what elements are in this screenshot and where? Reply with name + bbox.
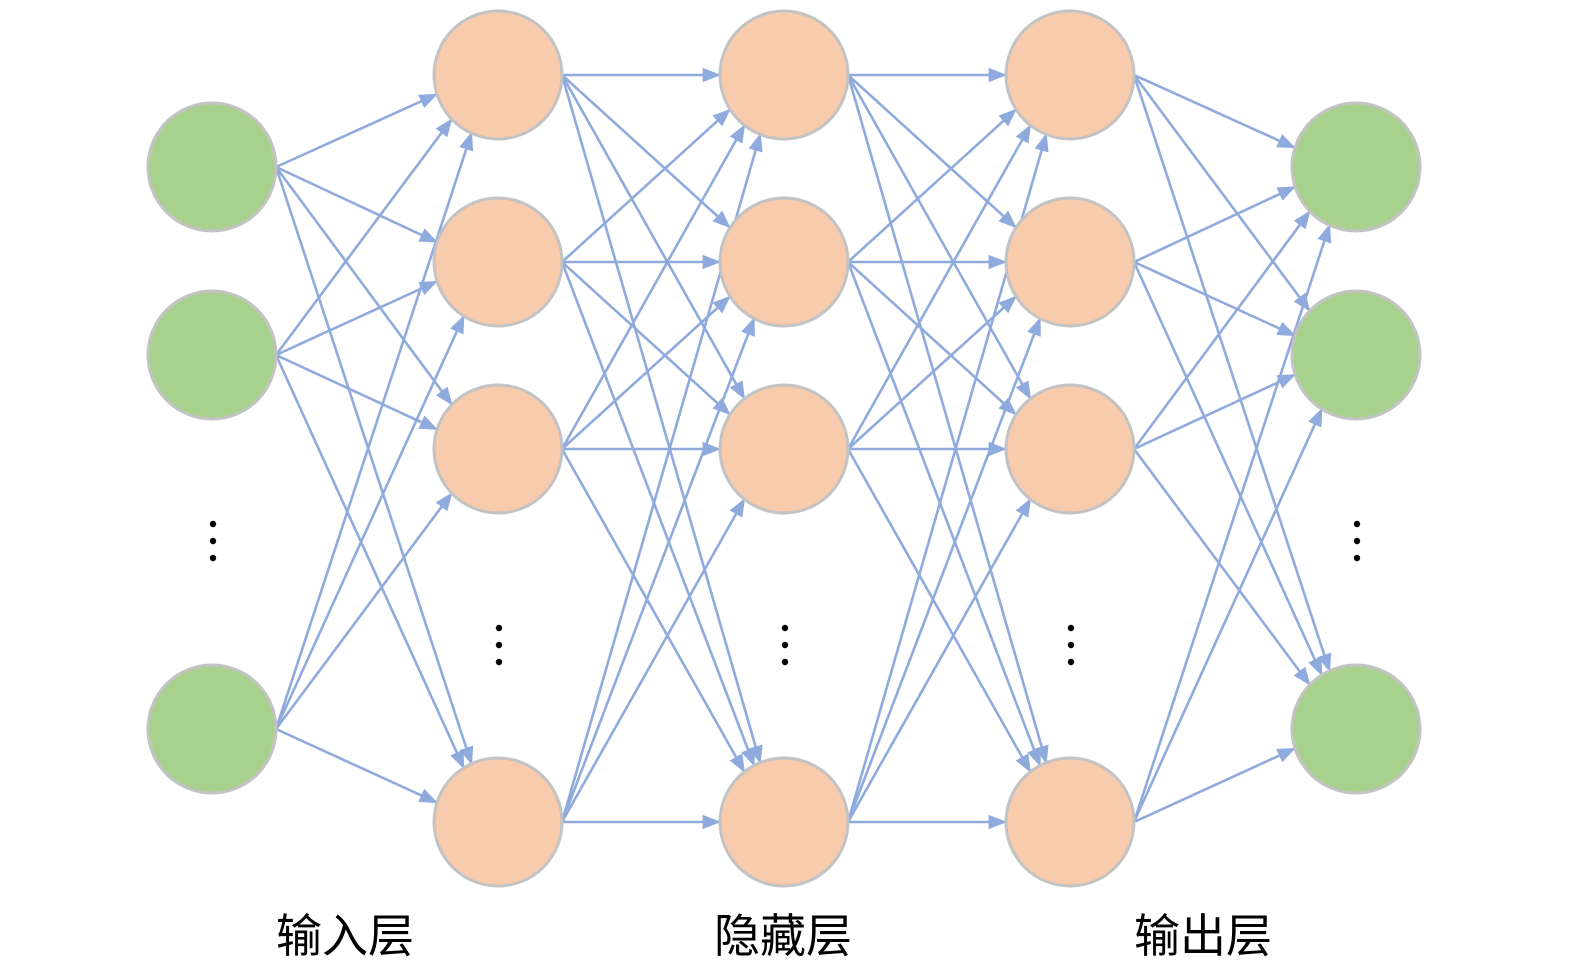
connection-arrow bbox=[275, 727, 438, 804]
connection-arrow bbox=[846, 317, 1042, 823]
connection-arrow bbox=[560, 261, 756, 767]
connection-arrow bbox=[1132, 261, 1323, 677]
hidden-neuron bbox=[1004, 9, 1136, 141]
connection-arrow bbox=[560, 74, 746, 400]
ellipsis-dot bbox=[781, 624, 789, 632]
input-neuron bbox=[146, 101, 278, 233]
output-layer-label: 输出层 bbox=[1134, 909, 1272, 963]
input-neuron bbox=[146, 289, 278, 421]
hidden-neuron bbox=[432, 756, 564, 888]
ellipsis-dot bbox=[1353, 537, 1361, 545]
connection-arrow bbox=[847, 295, 1017, 450]
hidden-neuron bbox=[432, 9, 564, 141]
ellipsis-dot bbox=[1353, 554, 1361, 562]
connection-arrow bbox=[846, 498, 1032, 823]
connection-arrow bbox=[847, 108, 1017, 263]
connection-arrow bbox=[846, 448, 1032, 773]
connection-arrow bbox=[560, 317, 756, 823]
connection-arrow bbox=[275, 280, 438, 357]
hidden-neuron bbox=[432, 383, 564, 515]
connection-arrow bbox=[847, 261, 1017, 416]
connection-arrow bbox=[560, 448, 746, 773]
input-layer-label: 输入层 bbox=[276, 909, 414, 963]
ellipsis-dot bbox=[495, 641, 503, 649]
ellipsis-dot bbox=[495, 658, 503, 666]
connection-arrow bbox=[1133, 747, 1296, 824]
connection-arrow bbox=[274, 492, 453, 730]
hidden-neuron bbox=[1004, 383, 1136, 515]
neurons bbox=[146, 9, 1422, 888]
ellipsis-dot bbox=[781, 641, 789, 649]
connection-arrow bbox=[1133, 373, 1296, 451]
ellipsis-dot bbox=[781, 658, 789, 666]
ellipsis-dot bbox=[1353, 520, 1361, 528]
connection-arrow bbox=[847, 74, 1017, 229]
connection-arrow bbox=[275, 165, 438, 244]
connection-arrow bbox=[274, 166, 474, 766]
connection-arrow bbox=[1133, 185, 1296, 264]
input-neuron bbox=[146, 663, 278, 795]
hidden-neuron bbox=[432, 196, 564, 328]
connection-arrow bbox=[560, 74, 763, 764]
ellipsis-dot bbox=[1067, 641, 1075, 649]
hidden-neuron bbox=[1004, 196, 1136, 328]
connection-arrow bbox=[1133, 260, 1296, 337]
hidden-neuron bbox=[718, 756, 850, 888]
connection-arrow bbox=[274, 354, 465, 770]
connection-arrow bbox=[561, 261, 731, 416]
output-neuron bbox=[1290, 101, 1422, 233]
connection-arrow bbox=[560, 498, 746, 823]
output-neuron bbox=[1290, 663, 1422, 795]
connection-arrow bbox=[560, 124, 746, 450]
connection-arrow bbox=[275, 93, 438, 169]
hidden-neuron bbox=[1004, 756, 1136, 888]
connection-arrow bbox=[274, 314, 465, 730]
ellipsis-dot bbox=[495, 624, 503, 632]
connection-arrow bbox=[1132, 407, 1323, 823]
connection-arrow bbox=[846, 124, 1032, 450]
connection-arrow bbox=[274, 131, 474, 730]
connection-arrow bbox=[1132, 223, 1332, 823]
connection-arrow bbox=[1132, 74, 1332, 673]
connection-arrow bbox=[1132, 448, 1311, 686]
ellipsis-dot bbox=[209, 554, 217, 562]
connection-arrow bbox=[846, 261, 1042, 767]
connection-arrow bbox=[275, 353, 438, 431]
connection-arrow bbox=[1133, 73, 1296, 149]
connection-arrow bbox=[561, 108, 731, 263]
hidden-layer-label: 隐藏层 bbox=[714, 909, 852, 963]
connection-arrow bbox=[561, 295, 731, 450]
connection-arrow bbox=[274, 166, 453, 406]
connection-arrow bbox=[1132, 74, 1311, 312]
ellipses bbox=[209, 520, 1361, 666]
hidden-neuron bbox=[718, 196, 850, 328]
connection-arrow bbox=[846, 74, 1032, 400]
ellipsis-dot bbox=[209, 537, 217, 545]
output-neuron bbox=[1290, 289, 1422, 421]
connection-arrow bbox=[274, 118, 453, 356]
ellipsis-dot bbox=[1067, 624, 1075, 632]
hidden-neuron bbox=[718, 383, 850, 515]
ellipsis-dot bbox=[1067, 658, 1075, 666]
ellipsis-dot bbox=[209, 520, 217, 528]
connection-arrow bbox=[561, 74, 731, 229]
hidden-neuron bbox=[718, 9, 850, 141]
connection-arrow bbox=[846, 74, 1049, 764]
connection-arrow bbox=[1132, 210, 1311, 450]
